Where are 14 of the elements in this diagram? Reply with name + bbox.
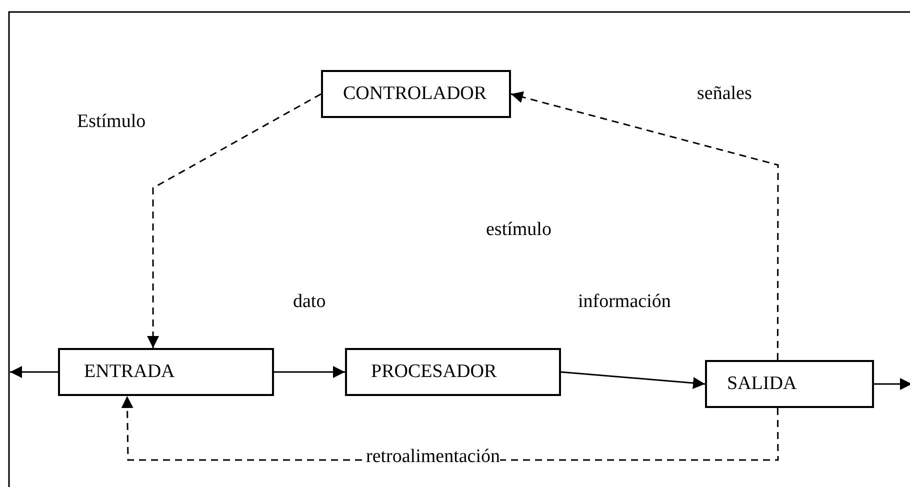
process-box [345, 348, 561, 396]
box-label: ENTRADA [84, 361, 175, 383]
dashed-arrow [147, 93, 322, 348]
process-box [321, 70, 511, 118]
process-box [58, 348, 274, 396]
process-box [705, 360, 874, 408]
dashed-arrow [510, 91, 779, 360]
box-label: CONTROLADOR [343, 83, 487, 105]
arrow [874, 378, 910, 390]
box-label: SALIDA [727, 373, 797, 395]
arrow [10, 366, 58, 378]
arrow [274, 366, 345, 378]
arrow [560, 371, 706, 389]
box-label: PROCESADOR [371, 361, 497, 383]
